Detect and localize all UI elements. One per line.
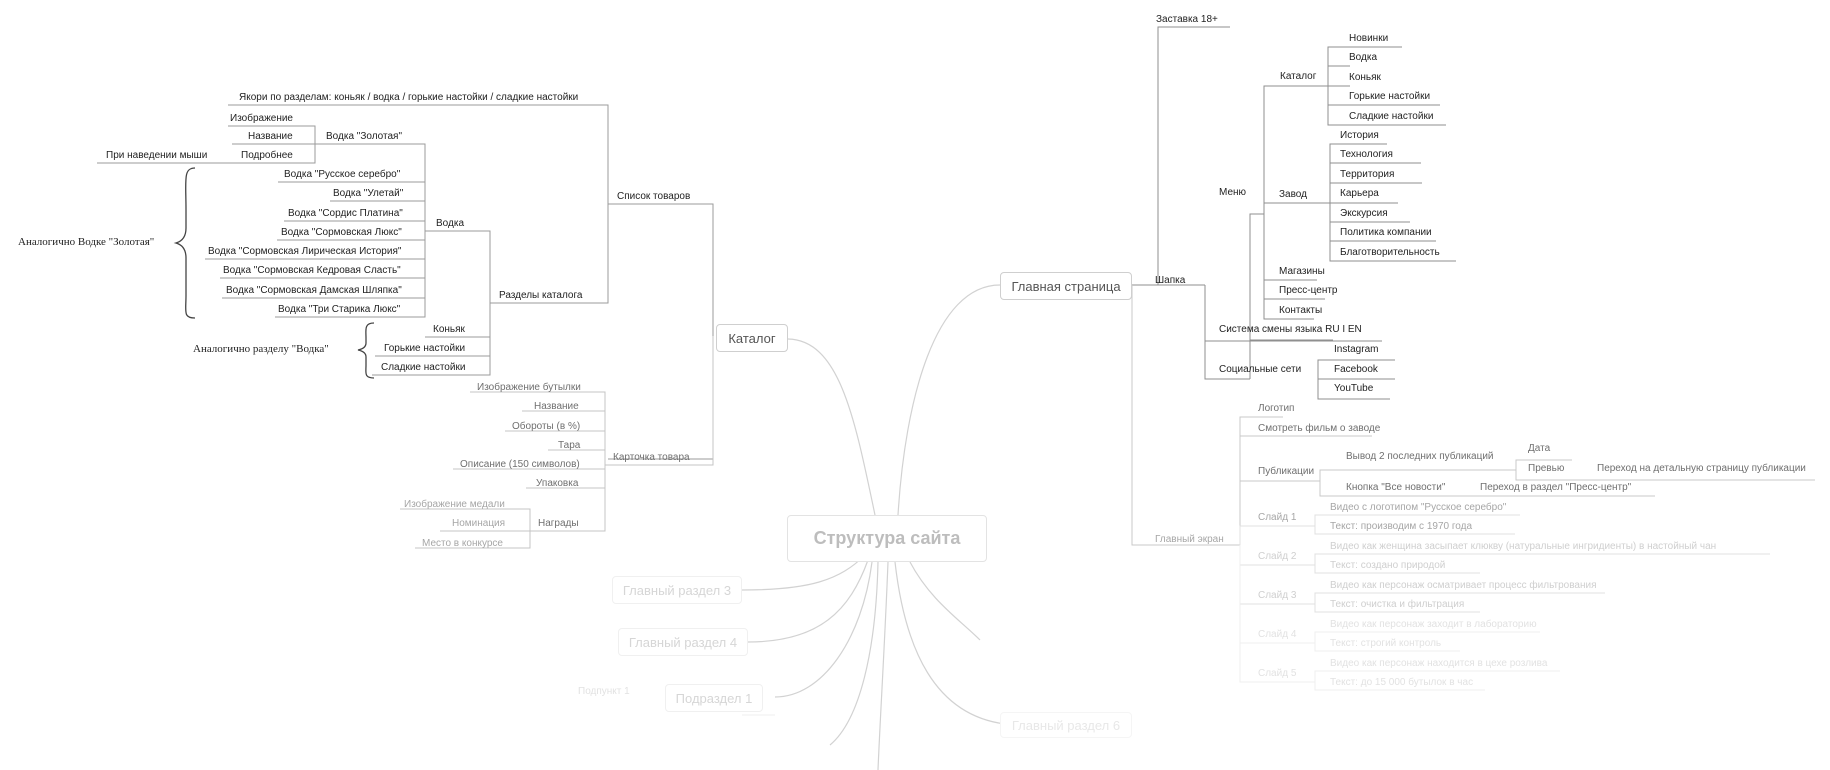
node-catalog[interactable]: Каталог [716,324,788,352]
section-bitters[interactable]: Горькие настойки [384,343,466,354]
card-field[interactable]: Изображение бутылки [477,382,581,393]
node-section-3[interactable]: Главный раздел 3 [612,576,742,604]
award-field[interactable]: Номинация [452,518,506,529]
slide-label[interactable]: Слайд 4 [1258,629,1297,640]
product-list[interactable]: Список товаров [617,191,691,202]
social-facebook[interactable]: Facebook [1334,364,1378,375]
menu-catalog-item[interactable]: Горькие настойки [1349,91,1431,102]
slide-label[interactable]: Слайд 3 [1258,590,1297,601]
menu[interactable]: Меню [1219,187,1247,198]
vodka-item[interactable]: Водка "Сордис Платина" [288,208,403,219]
factory-item[interactable]: Благотворительность [1340,247,1440,258]
award-field[interactable]: Изображение медали [404,499,505,510]
slide-text[interactable]: Текст: строгий контроль [1330,638,1442,649]
slide-text[interactable]: Текст: до 15 000 бутылок в час [1330,677,1474,688]
same-as-golden-note: Аналогично Водке "Золотая" [18,236,155,248]
card-field[interactable]: Обороты (в %) [512,421,581,432]
same-as-vodka-note: Аналогично разделу "Водка" [193,343,329,355]
all-news-button[interactable]: Кнопка "Все новости" [1346,482,1446,493]
vodka-item[interactable]: Водка "Сормовская Дамская Шляпка" [226,285,402,296]
factory[interactable]: Завод [1279,189,1307,200]
anchors[interactable]: Якори по разделам: коньяк / водка / горь… [239,92,579,103]
award-field[interactable]: Место в конкурсе [422,538,503,549]
slide-label[interactable]: Слайд 1 [1258,512,1297,523]
factory-item[interactable]: Территория [1340,169,1395,180]
factory-item[interactable]: Технология [1340,149,1393,160]
menu-catalog[interactable]: Каталог [1280,71,1317,82]
link-root-catalog [787,338,876,516]
card-field[interactable]: Тара [558,440,581,451]
pub-date[interactable]: Дата [1528,443,1551,454]
awards[interactable]: Награды [538,518,579,529]
card-field[interactable]: Упаковка [536,478,579,489]
vodka-item[interactable]: Водка "Русское серебро" [284,169,401,180]
card-field[interactable]: Название [534,401,579,412]
golden-image[interactable]: Изображение [230,113,293,124]
to-press-center[interactable]: Переход в раздел "Пресс-центр" [1480,482,1632,493]
section-sweet[interactable]: Сладкие настойки [381,362,466,373]
slide-text[interactable]: Текст: производим с 1970 года [1330,521,1473,532]
node-subsection-1[interactable]: Подраздел 1 [665,684,763,712]
slide-video[interactable]: Видео как персонаж заходит в лабораторию [1330,619,1537,630]
social-networks[interactable]: Социальные сети [1219,364,1302,375]
brace-vodka-list [173,167,196,319]
to-detail-page[interactable]: Переход на детальную страницу публикации [1597,463,1806,474]
node-section-4[interactable]: Главный раздел 4 [618,628,748,656]
vodka-section[interactable]: Водка [436,218,465,229]
slide-video[interactable]: Видео как персонаж находится в цехе розл… [1330,658,1548,669]
card-field[interactable]: Описание (150 символов) [460,459,580,470]
node-home[interactable]: Главная страница [1000,272,1132,300]
splash-18[interactable]: Заставка 18+ [1156,14,1218,25]
pub-preview[interactable]: Превью [1528,463,1565,474]
vodka-item[interactable]: Водка "Сормовская Лирическая История" [208,246,402,257]
vodka-golden[interactable]: Водка "Золотая" [326,131,402,142]
menu-contacts[interactable]: Контакты [1279,305,1323,316]
slide-video[interactable]: Видео как персонаж осматривает процесс ф… [1330,580,1597,591]
vodka-item[interactable]: Водка "Сормовская Кедровая Сласть" [223,265,401,276]
factory-item[interactable]: Карьера [1340,188,1379,199]
section-cognac[interactable]: Коньяк [433,324,465,335]
slide-text[interactable]: Текст: очистка и фильтрация [1330,599,1465,610]
root-node[interactable]: Структура сайта [787,515,987,562]
logo-item[interactable]: Логотип [1258,403,1295,414]
menu-stores[interactable]: Магазины [1279,266,1325,277]
node-section-faint[interactable]: Главный раздел 6 [1000,712,1132,738]
menu-catalog-item[interactable]: Коньяк [1349,72,1381,83]
main-screen[interactable]: Главный экран [1155,534,1224,545]
golden-name[interactable]: Название [248,131,293,142]
slide-text[interactable]: Текст: создано природой [1330,560,1446,571]
social-instagram[interactable]: Instagram [1334,344,1379,355]
last-two-publications[interactable]: Вывод 2 последних публикаций [1346,451,1494,462]
slide-video[interactable]: Видео как женщина засыпает клюкву (натур… [1330,541,1717,552]
factory-item[interactable]: Политика компании [1340,227,1432,238]
factory-item[interactable]: Экскурсия [1340,208,1388,219]
menu-catalog-item[interactable]: Сладкие настойки [1349,111,1434,122]
publications[interactable]: Публикации [1258,466,1315,477]
watch-film[interactable]: Смотреть фильм о заводе [1258,423,1381,434]
menu-catalog-item[interactable]: Новинки [1349,33,1389,44]
product-card[interactable]: Карточка товара [613,452,690,463]
menu-catalog-item[interactable]: Водка [1349,52,1378,63]
catalog-sections[interactable]: Разделы каталога [499,290,583,301]
vodka-item[interactable]: Водка "Сормовская Люкс" [281,227,402,238]
link-root-home [897,284,1001,516]
social-youtube[interactable]: YouTube [1334,383,1374,394]
slide-video[interactable]: Видео с логотипом "Русское серебро" [1330,502,1507,513]
node-subsection-1-child: Подпункт 1 [578,686,630,697]
menu-press[interactable]: Пресс-центр [1279,285,1338,296]
slide-label[interactable]: Слайд 5 [1258,668,1297,679]
language-switch[interactable]: Система смены языка RU I EN [1219,324,1362,335]
vodka-item[interactable]: Водка "Улетай" [333,188,404,199]
header[interactable]: Шапка [1155,275,1186,286]
slide-label[interactable]: Слайд 2 [1258,551,1297,562]
vodka-item[interactable]: Водка "Три Старика Люкс" [278,304,401,315]
on-hover[interactable]: При наведении мыши [106,150,208,161]
factory-item[interactable]: История [1340,130,1379,141]
golden-more[interactable]: Подробнее [241,150,293,161]
brace-other-sections [357,322,375,379]
